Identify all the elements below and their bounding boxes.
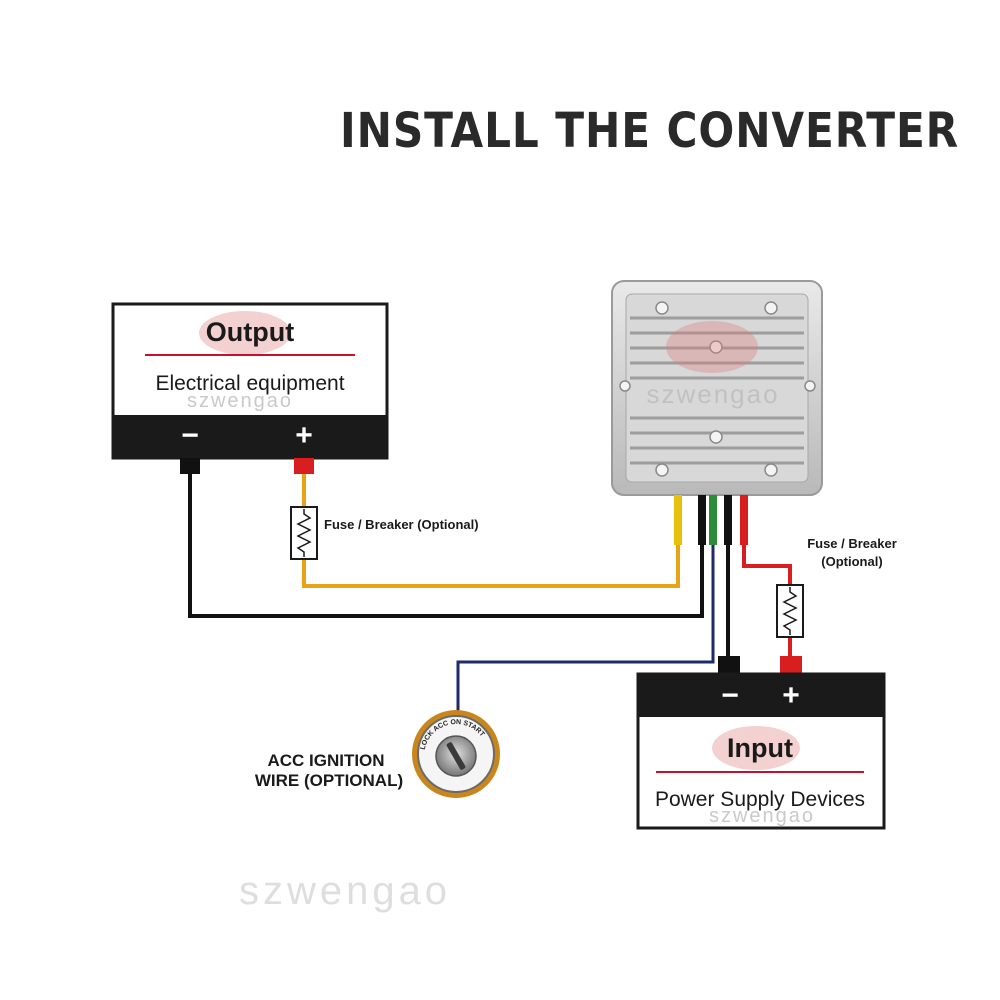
output-logo-watermark <box>199 311 291 355</box>
output-negative-wire <box>188 472 704 618</box>
acc-label-line2: WIRE (OPTIONAL) <box>255 771 403 790</box>
input-device-box: − + Input Power Supply Devices szwengao <box>636 656 886 830</box>
acc-label-line1: ACC IGNITION <box>267 751 384 770</box>
converter-logo-watermark <box>666 321 758 373</box>
bottom-watermark: szwengao <box>239 869 451 913</box>
output-description: Electrical equipment <box>155 372 344 395</box>
input-negative-symbol: − <box>721 679 739 712</box>
input-heading: Input <box>727 733 793 763</box>
input-watermark-text: szwengao <box>709 805 815 827</box>
output-negative-symbol: − <box>181 419 199 452</box>
converter-module: szwengao <box>611 280 823 545</box>
ignition-key-slot <box>446 742 466 770</box>
output-fuse-label: Fuse / Breaker (Optional) <box>324 517 479 532</box>
input-fuse-label-line2: (Optional) <box>821 554 882 569</box>
output-device-box: Output Electrical equipment szwengao − + <box>111 302 389 474</box>
input-positive-symbol: + <box>782 679 800 712</box>
input-negative-terminal <box>718 656 740 674</box>
output-watermark-text: szwengao <box>187 390 293 412</box>
input-fuse: Fuse / Breaker (Optional) <box>776 536 897 638</box>
input-description: Power Supply Devices <box>655 788 865 811</box>
acc-wire <box>456 505 715 712</box>
output-fuse: Fuse / Breaker (Optional) <box>290 506 479 560</box>
converter-wire-stubs <box>674 495 748 545</box>
output-negative-terminal <box>180 458 200 474</box>
input-positive-terminal <box>780 656 802 674</box>
converter-watermark-text: szwengao <box>646 379 779 409</box>
input-logo-watermark <box>712 726 800 770</box>
page-title: INSTALL THE CONVERTER <box>340 103 960 159</box>
mounting-screws <box>619 301 816 477</box>
input-fuse-label-line1: Fuse / Breaker <box>807 536 897 551</box>
output-heading: Output <box>206 317 294 347</box>
ignition-switch: LOCK ACC ON START ACC IGNITION WIRE (OPT… <box>255 710 500 798</box>
output-positive-symbol: + <box>295 419 313 452</box>
output-positive-terminal <box>294 458 314 474</box>
